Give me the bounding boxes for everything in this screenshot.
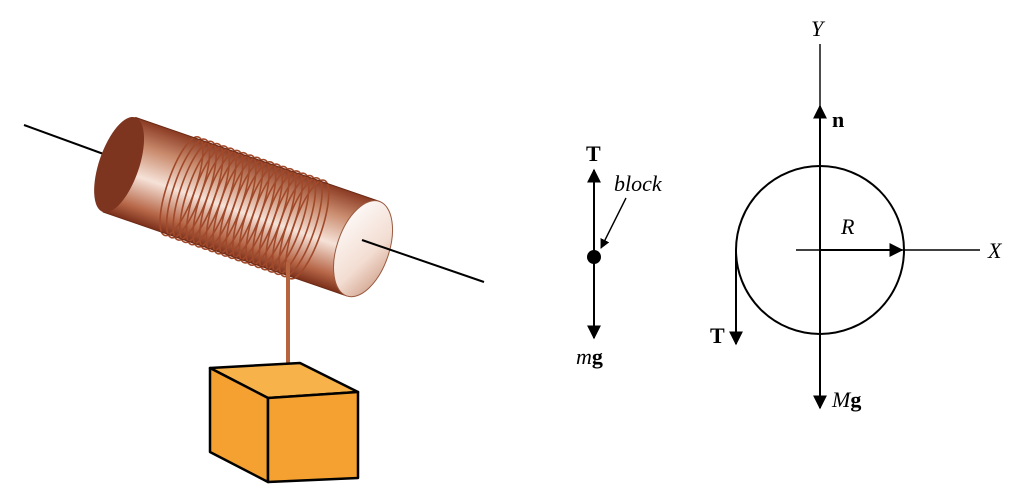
block-label: block (614, 171, 663, 196)
block-weight-label: mg (576, 344, 603, 369)
spool-cylinder (94, 116, 394, 298)
block-tension-label: T (586, 141, 601, 166)
block-point (587, 250, 601, 264)
coil-windings (159, 135, 330, 280)
hanging-block (208, 361, 360, 484)
block-mass-symbol: m (576, 344, 592, 369)
spool-end-cap (333, 200, 394, 298)
pulley-mass-symbol: M (831, 387, 852, 412)
pulley-tension-label: T (710, 323, 725, 348)
pulley-free-body-diagram: Y X n R T Mg (710, 16, 1003, 412)
block-label-pointer (600, 197, 627, 249)
pulley-gravity-symbol: g (850, 387, 861, 412)
y-axis-label: Y (811, 16, 826, 41)
pulley-weight-label: Mg (831, 387, 861, 412)
radius-label: R (840, 214, 855, 239)
block-gravity-symbol: g (592, 344, 603, 369)
axle-right (361, 239, 485, 283)
normal-force-label: n (832, 107, 844, 132)
hanging-rope (286, 262, 290, 378)
block-front-face (266, 390, 360, 484)
x-axis-label: X (987, 238, 1003, 263)
spool-illustration (23, 116, 485, 484)
block-free-body-diagram: T block mg (576, 141, 663, 369)
